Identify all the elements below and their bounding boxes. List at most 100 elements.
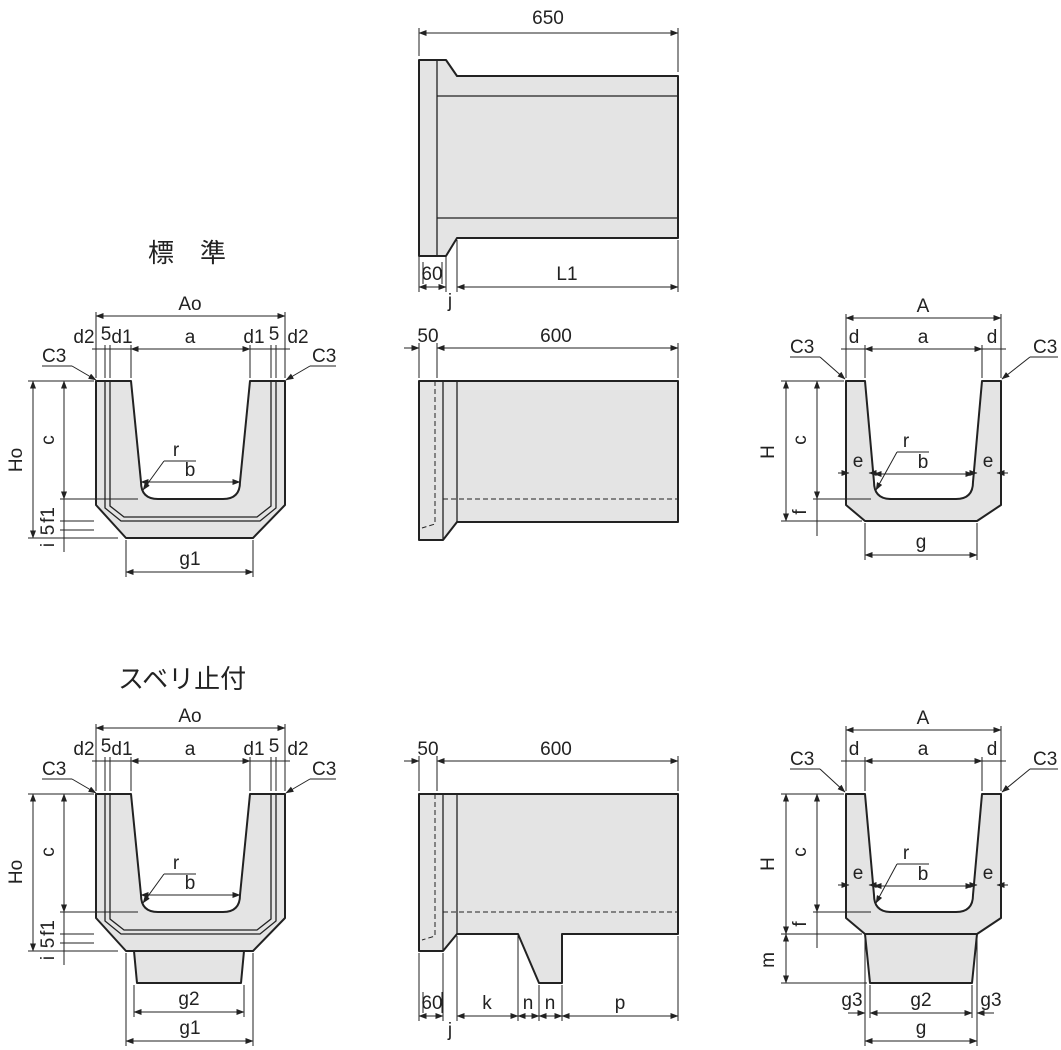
dim-back-a: a <box>918 327 929 348</box>
dim-5-left: 5 <box>101 324 112 345</box>
dim-back-e-right: e <box>983 451 994 472</box>
dim-back-e-left: e <box>853 451 864 472</box>
dim-back-d-left: d <box>849 327 860 348</box>
dim-back-d-right: d <box>987 327 998 348</box>
top-view-outline <box>418 59 679 257</box>
dim-5-vertical: 5 <box>38 525 59 536</box>
slip-dim-ho: Ho <box>6 860 27 884</box>
slip-dim-f1: f1 <box>38 920 59 936</box>
dim-side-length: 600 <box>540 326 572 347</box>
dim-side-flange: 50 <box>417 326 438 347</box>
anti-slip-side-view: 50 600 60 j k n n p <box>404 739 679 1041</box>
slip-dim-d2-left: d2 <box>73 739 94 760</box>
std-side-outline <box>418 380 679 541</box>
dim-d2-left: d2 <box>73 327 94 348</box>
top-view: 650 60 j L1 <box>418 8 679 312</box>
dim-ao-label: Ao <box>178 294 201 315</box>
slip-dim-b: b <box>185 873 196 894</box>
slip-back-a-overall: A <box>917 708 930 729</box>
slip-dim-5-left: 5 <box>101 736 112 757</box>
slip-dim-g1: g1 <box>179 1018 200 1039</box>
slip-back-anti-slip-foot <box>864 933 978 984</box>
slip-dim-d1-right: d1 <box>243 739 264 760</box>
dim-a: a <box>185 327 196 348</box>
slip-back-e-left: e <box>853 863 864 884</box>
slip-back-g3-left: g3 <box>841 990 862 1011</box>
slip-back-d-right: d <box>987 739 998 760</box>
chamfer-c3-right: C3 <box>312 346 336 367</box>
dim-back-f: f <box>790 509 811 515</box>
slip-side-length: 600 <box>540 739 572 760</box>
slip-back-a: a <box>918 739 929 760</box>
dim-back-h: H <box>758 445 779 459</box>
dim-back-b: b <box>918 452 929 473</box>
slip-dim-g2: g2 <box>178 989 199 1010</box>
slip-back-m: m <box>758 952 779 968</box>
slip-chamfer-c3-right: C3 <box>312 759 336 780</box>
heading-anti-slip: スベリ止付 <box>118 665 246 695</box>
slip-dim-d1-left: d1 <box>111 739 132 760</box>
slip-side-k: k <box>482 993 492 1014</box>
dim-d1-left: d1 <box>111 327 132 348</box>
dim-back-a-overall: A <box>917 296 930 317</box>
dim-d2-right: d2 <box>287 327 308 348</box>
slip-back-d-left: d <box>849 739 860 760</box>
slip-back-c3-right: C3 <box>1033 749 1057 770</box>
slip-side-n-right: n <box>545 993 556 1014</box>
slip-back-f: f <box>790 921 811 927</box>
slip-back-r: r <box>903 843 910 864</box>
dim-ho: Ho <box>6 448 27 472</box>
slip-back-g2: g2 <box>910 990 931 1011</box>
slip-back-outline <box>845 793 1002 935</box>
standard-back-view: A d a d C3 C3 H c f e e r <box>758 296 1058 560</box>
dim-f1: f1 <box>38 507 59 523</box>
std-front-outline <box>95 380 286 539</box>
dim-back-g: g <box>916 532 927 553</box>
dim-5-right: 5 <box>269 324 280 345</box>
slip-side-outline <box>418 793 679 984</box>
dim-r: r <box>173 440 180 461</box>
heading-standard: 標 準 <box>148 239 226 269</box>
slip-dim-c: c <box>38 847 59 857</box>
slip-side-p: p <box>615 993 626 1014</box>
slip-dim-ao: Ao <box>178 706 201 727</box>
slip-back-e-right: e <box>983 863 994 884</box>
standard-front-view: Ao d2 5 d1 a d1 5 d2 C3 C3 Ho c <box>6 294 336 577</box>
dim-back-c: c <box>790 435 811 445</box>
dim-j-label: j <box>447 291 452 312</box>
dim-g1: g1 <box>179 549 200 570</box>
slip-back-b: b <box>918 864 929 885</box>
dim-i: i <box>38 543 59 547</box>
slip-dim-5-vertical: 5 <box>38 938 59 949</box>
back-chamfer-c3-left: C3 <box>790 337 814 358</box>
slip-dim-5-right: 5 <box>269 736 280 757</box>
slip-side-bottom-flange: 60 <box>421 993 442 1014</box>
slip-dim-a: a <box>185 739 196 760</box>
slip-side-n-left: n <box>523 993 534 1014</box>
slip-back-g: g <box>916 1018 927 1039</box>
anti-slip-back-view: A d a d C3 C3 H c f m e e <box>758 708 1058 1046</box>
slip-dim-d2-right: d2 <box>287 739 308 760</box>
slip-front-outline <box>95 793 286 952</box>
slip-front-anti-slip-foot <box>133 950 245 984</box>
chamfer-c3-left: C3 <box>42 346 66 367</box>
slip-back-h: H <box>758 857 779 871</box>
dim-b: b <box>185 460 196 481</box>
standard-side-view: 50 600 <box>404 326 679 541</box>
dim-back-r: r <box>903 431 910 452</box>
slip-side-flange: 50 <box>417 739 438 760</box>
slip-back-c3-left: C3 <box>790 749 814 770</box>
dim-d1-right: d1 <box>243 327 264 348</box>
slip-side-j: j <box>447 1020 452 1041</box>
slip-back-c: c <box>790 847 811 857</box>
dim-l1-label: L1 <box>556 264 577 285</box>
anti-slip-front-view: Ao d2 5 d1 a d1 5 d2 C3 C3 Ho c <box>6 706 336 1046</box>
dim-flange-label: 60 <box>421 264 442 285</box>
std-back-outline <box>845 380 1002 522</box>
back-chamfer-c3-right: C3 <box>1033 337 1057 358</box>
slip-dim-i: i <box>38 956 59 960</box>
slip-dim-r: r <box>173 853 180 874</box>
slip-chamfer-c3-left: C3 <box>42 759 66 780</box>
slip-back-g3-right: g3 <box>980 990 1001 1011</box>
